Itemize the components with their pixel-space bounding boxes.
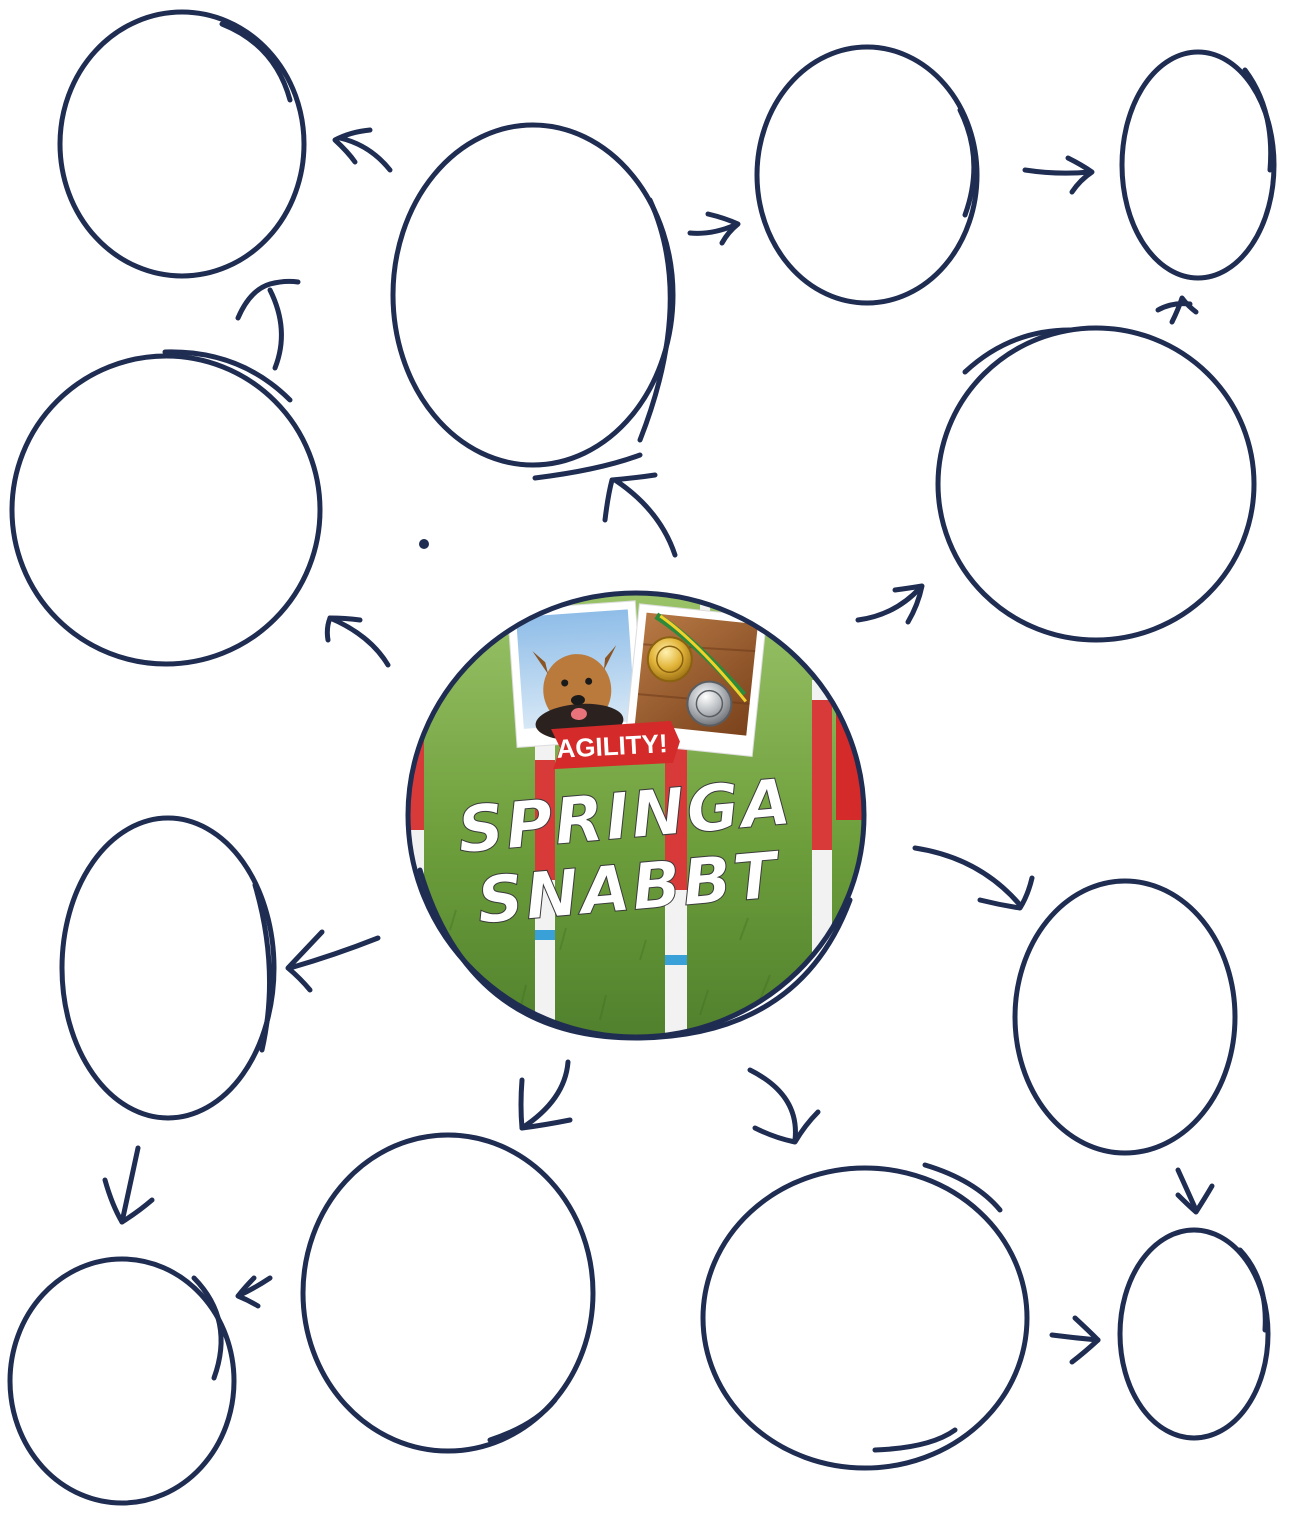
node-bottom-right (703, 1165, 1027, 1468)
node-bottom-far-left (10, 1259, 234, 1503)
arrow-lowerleft-to-bottomfarleft (105, 1148, 152, 1222)
arrow-center-to-lowerright (915, 848, 1032, 908)
arrow-lowerright-to-bottomfarright (1178, 1170, 1212, 1212)
node-middle-left (12, 352, 320, 664)
weave-pole-4 (812, 680, 832, 1020)
arrow-center-to-bottomright (750, 1070, 818, 1142)
node-top-right-b (1122, 52, 1274, 278)
arrow-center-to-midright (858, 586, 922, 622)
arrow-toprighta-to-toprightb (1025, 158, 1092, 192)
agility-banner-label: AGILITY! (556, 728, 669, 764)
book-title: SPRINGA SNABBT (455, 766, 796, 940)
arrow-center-to-bottomleft (521, 1062, 570, 1128)
arrow-center-to-midleft (327, 618, 388, 665)
arrow-center-to-lowerleft (288, 932, 378, 990)
node-bottom-left (303, 1135, 593, 1451)
arrow-center-to-topmiddle (605, 475, 675, 555)
stray-dot (419, 539, 429, 549)
arrow-topmiddle-to-topleft (335, 130, 390, 170)
arrow-midleft-to-topleft (238, 281, 298, 368)
arrow-midright-to-toprightb (1158, 298, 1196, 322)
node-top-left (60, 12, 304, 276)
arrow-bottomleft-to-bottomfarleft (238, 1278, 270, 1306)
node-top-right-a (757, 47, 977, 303)
node-bottom-far-right (1120, 1230, 1268, 1438)
arrow-bottomright-to-bottomfarright (1052, 1318, 1098, 1362)
node-top-middle (393, 125, 673, 478)
node-lower-left (62, 818, 274, 1118)
node-lower-right (1015, 881, 1235, 1153)
node-middle-right (938, 328, 1254, 640)
arrow-topmiddle-to-toprighta (690, 214, 738, 243)
